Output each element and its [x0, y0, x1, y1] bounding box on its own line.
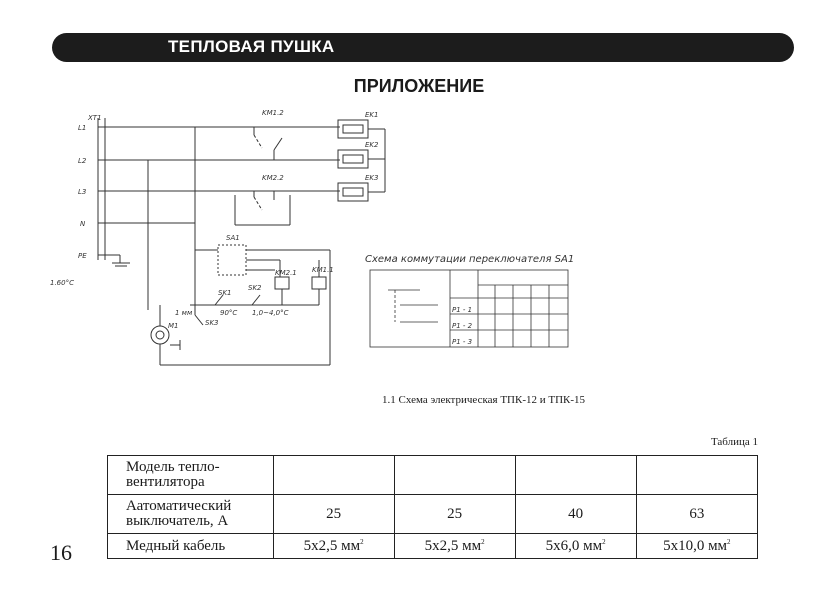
table-row: Аатоматический выключатель, А 25 25 40 6…	[107, 494, 759, 534]
terminal-l1: L1	[78, 124, 86, 132]
row-label: Аатоматический выключатель, А	[107, 494, 274, 534]
label-sa1: SA1	[226, 234, 240, 242]
label-sk1: SK1	[218, 289, 232, 297]
label-ek1: EK1	[365, 111, 378, 119]
terminal-n: N	[80, 220, 86, 228]
table-row: Медный кабель 5x2,5 мм2 5x2,5 мм2 5x6,0 …	[107, 533, 759, 559]
header-bar: ТЕПЛОВАЯ ПУШКА	[52, 33, 794, 62]
terminal-xt1: XT1	[87, 114, 102, 122]
label-m1: M1	[168, 322, 179, 330]
table-cell	[635, 455, 759, 495]
label-range: 1,0~4,0°C	[252, 309, 289, 317]
terminal-pe: PE	[78, 252, 87, 260]
label-90c: 90°C	[220, 309, 237, 317]
label-sk2: SK2	[248, 284, 262, 292]
switch-table-title: Схема коммутации переключателя SA1	[365, 254, 574, 265]
table-label: Таблица 1	[710, 436, 758, 448]
terminal-l3: L3	[78, 188, 86, 196]
switch-row-2: Р1 - 2	[452, 322, 473, 330]
table-cell: 40	[514, 494, 637, 534]
electrical-schematic: XT1 L1 L2 L3 N PE KM1.2 KM2.2 KM2.1 KM1.…	[50, 109, 574, 366]
label-1mm: 1 мм	[175, 309, 193, 317]
table-cell: 5x10,0 мм2	[635, 533, 759, 559]
table-cell: 63	[635, 494, 759, 534]
table-cell	[514, 455, 637, 495]
table-cell: 5x2,5 мм2	[272, 533, 395, 559]
label-temp-low: 1.60°C	[50, 279, 74, 287]
schematic-caption: 1.1 Схема электрическая ТПК-12 и ТПК-15	[382, 394, 586, 406]
table-cell: 5x6,0 мм2	[514, 533, 637, 559]
label-km12: KM1.2	[262, 109, 284, 117]
switch-row-1: Р1 - 1	[452, 306, 472, 314]
table-cell	[272, 455, 395, 495]
appendix-title: ПРИЛОЖЕНИЕ	[0, 76, 838, 97]
row-label: Медный кабель	[107, 533, 274, 559]
page-number: 16	[50, 540, 72, 565]
switch-row-3: Р1 - 3	[452, 338, 472, 346]
label-ek3: EK3	[365, 174, 378, 182]
label-km11: KM1.1	[312, 266, 334, 274]
label-km22: KM2.2	[262, 174, 284, 182]
label-km21: KM2.1	[275, 269, 297, 277]
table-cell: 25	[393, 494, 516, 534]
table-cell: 25	[272, 494, 395, 534]
label-ek2: EK2	[365, 141, 379, 149]
label-sk3: SK3	[205, 319, 219, 327]
row-label: Модель тепло-вентилятора	[107, 455, 274, 495]
table-cell: 5x2,5 мм2	[393, 533, 516, 559]
table-row: Модель тепло-вентилятора	[107, 455, 759, 495]
table-cell	[393, 455, 516, 495]
terminal-l2: L2	[78, 157, 87, 165]
header-title: ТЕПЛОВАЯ ПУШКА	[168, 37, 335, 56]
spec-table: Модель тепло-вентилятора Аатоматический …	[107, 455, 759, 559]
appendix-title-text: ПРИЛОЖЕНИЕ	[353, 76, 485, 96]
